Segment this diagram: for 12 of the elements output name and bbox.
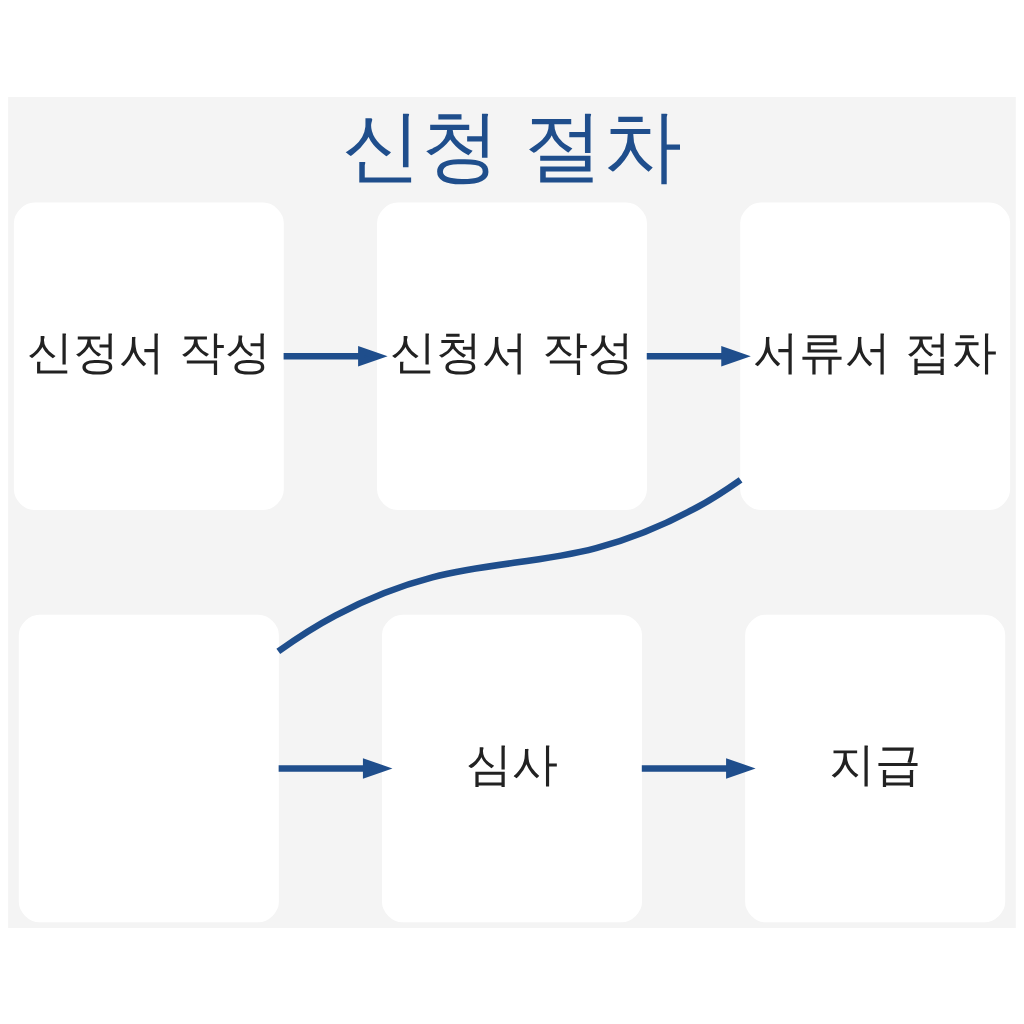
- arrow: [646, 345, 751, 367]
- node-box: 신정서 작성: [13, 202, 284, 510]
- connector: [276, 476, 743, 654]
- node-box: 신청서 작성: [377, 202, 647, 510]
- arrow: [278, 757, 393, 779]
- arrow: [641, 757, 756, 779]
- node-box: 지급: [745, 614, 1006, 922]
- node-box: 심사: [381, 614, 643, 922]
- node-box: [18, 614, 279, 922]
- arrow: [283, 345, 388, 367]
- node-box: 서류서 접차: [740, 202, 1011, 510]
- diagram-title: 신청 절차: [341, 99, 683, 192]
